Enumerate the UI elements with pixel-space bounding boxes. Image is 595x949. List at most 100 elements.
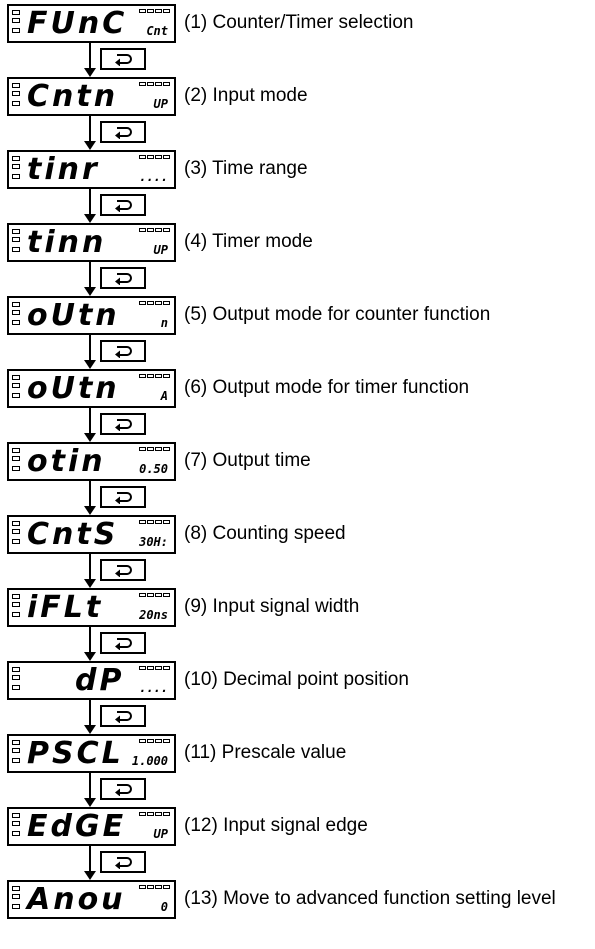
status-led xyxy=(139,82,146,86)
status-leds xyxy=(139,885,170,889)
flow-arrow xyxy=(84,773,96,807)
display-main-text: FUnC xyxy=(27,6,128,41)
display-sub-text: 1.000 xyxy=(131,754,168,768)
step-label: (11) Prescale value xyxy=(184,742,347,763)
status-leds xyxy=(139,447,170,451)
status-leds xyxy=(139,155,170,159)
status-led xyxy=(163,520,170,524)
indicator-square xyxy=(12,383,20,388)
status-led xyxy=(147,82,154,86)
indicator-square xyxy=(12,229,20,234)
status-led xyxy=(163,155,170,159)
indicator-square xyxy=(12,247,20,252)
indicator-square xyxy=(12,675,20,680)
status-led xyxy=(139,9,146,13)
step-label: (2) Input mode xyxy=(184,85,308,106)
mode-key-icon xyxy=(100,559,146,581)
status-led xyxy=(155,374,162,378)
indicator-square xyxy=(12,456,20,461)
setting-step: tinr....(3) Time range xyxy=(0,150,595,194)
arrow-head-icon xyxy=(84,798,96,807)
flow-arrow xyxy=(84,627,96,661)
flow-arrow xyxy=(84,262,96,296)
status-led xyxy=(147,9,154,13)
display-main-text: tinn xyxy=(27,225,107,260)
indicator-square xyxy=(12,83,20,88)
indicator-square xyxy=(12,886,20,891)
indicator-square xyxy=(12,904,20,909)
display-sub-text: UP xyxy=(153,827,168,841)
step-label: (1) Counter/Timer selection xyxy=(184,12,414,33)
indicator-square xyxy=(12,91,20,96)
indicator-square xyxy=(12,740,20,745)
status-led xyxy=(163,812,170,816)
indicator-square xyxy=(12,594,20,599)
display-main-text: EdGE xyxy=(27,809,127,844)
display-main-text: Anou xyxy=(27,882,126,917)
status-led xyxy=(147,374,154,378)
display-main-text: tinr xyxy=(27,152,100,187)
status-led xyxy=(139,301,146,305)
flow-arrow xyxy=(84,335,96,369)
status-led xyxy=(147,739,154,743)
status-led xyxy=(163,593,170,597)
status-led xyxy=(139,155,146,159)
indicator-square xyxy=(12,310,20,315)
display-sub-text: UP xyxy=(153,97,168,111)
arrow-head-icon xyxy=(84,652,96,661)
display-sub-text: .... xyxy=(139,170,168,184)
indicator-square xyxy=(12,813,20,818)
flow-arrow xyxy=(84,700,96,734)
arrow-head-icon xyxy=(84,725,96,734)
status-led xyxy=(155,301,162,305)
mode-key-icon xyxy=(100,413,146,435)
status-led xyxy=(155,812,162,816)
indicator-square xyxy=(12,831,20,836)
arrow-head-icon xyxy=(84,506,96,515)
flow-arrow xyxy=(84,554,96,588)
display-main-text: oUtn xyxy=(27,298,120,333)
status-led xyxy=(155,520,162,524)
flow-arrow xyxy=(84,846,96,880)
indicator-square xyxy=(12,602,20,607)
status-led xyxy=(163,228,170,232)
flow-arrow xyxy=(84,43,96,77)
status-leds xyxy=(139,739,170,743)
mode-key-icon xyxy=(100,48,146,70)
indicator-square xyxy=(12,237,20,242)
indicator-square xyxy=(12,821,20,826)
status-led xyxy=(163,447,170,451)
status-led xyxy=(139,228,146,232)
indicator-square xyxy=(12,101,20,106)
flow-arrow xyxy=(84,408,96,442)
step-label: (8) Counting speed xyxy=(184,523,346,544)
status-led xyxy=(139,520,146,524)
indicator-square xyxy=(12,894,20,899)
status-led xyxy=(147,812,154,816)
indicator-square xyxy=(12,320,20,325)
status-led xyxy=(147,301,154,305)
arrow-head-icon xyxy=(84,141,96,150)
arrow-head-icon xyxy=(84,68,96,77)
indicator-square xyxy=(12,758,20,763)
status-led xyxy=(163,82,170,86)
step-label: (13) Move to advanced function setting l… xyxy=(184,888,556,909)
status-led xyxy=(139,885,146,889)
lcd-display: EdGE UP xyxy=(7,807,176,846)
status-led xyxy=(155,666,162,670)
display-main-text: Cntn xyxy=(27,79,119,114)
indicator-square xyxy=(12,539,20,544)
display-sub-text: UP xyxy=(153,243,168,257)
display-main-text: dP xyxy=(75,663,125,698)
step-label: (9) Input signal width xyxy=(184,596,360,617)
status-led xyxy=(163,374,170,378)
display-main-text: iFLt xyxy=(27,590,104,625)
mode-key-icon xyxy=(100,267,146,289)
mode-key-icon xyxy=(100,121,146,143)
